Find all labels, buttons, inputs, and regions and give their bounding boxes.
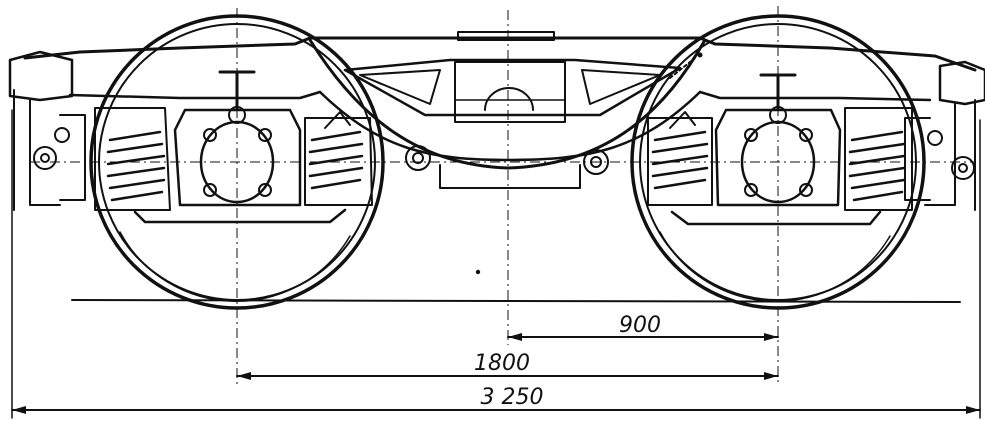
left-outer-spring (94, 107, 171, 211)
bogie-frame (23, 31, 977, 189)
left-frame-end (8, 50, 86, 211)
dimension-half-wheelbase: 900 (507, 313, 779, 341)
ink-dot (475, 269, 481, 275)
right-wheel (630, 14, 926, 310)
right-outer-spring (844, 107, 913, 211)
overall-length-label: 3 250 (481, 385, 544, 410)
right-axle-box (670, 73, 882, 226)
left-inner-spring (304, 111, 373, 206)
left-pivot-bolt (405, 145, 431, 171)
half-wheelbase-label: 900 (619, 313, 661, 338)
right-inner-spring (647, 111, 713, 206)
left-axle-box (133, 70, 347, 224)
right-frame-end (904, 60, 985, 211)
dimension-overall-length: 3 250 (11, 385, 981, 414)
dimension-lines: 900 1800 3 250 (11, 109, 981, 419)
wheelbase-label: 1800 (474, 351, 530, 376)
dimension-wheelbase: 1800 (236, 351, 779, 380)
left-wheel (89, 14, 385, 310)
right-pivot-bolt (583, 149, 609, 175)
